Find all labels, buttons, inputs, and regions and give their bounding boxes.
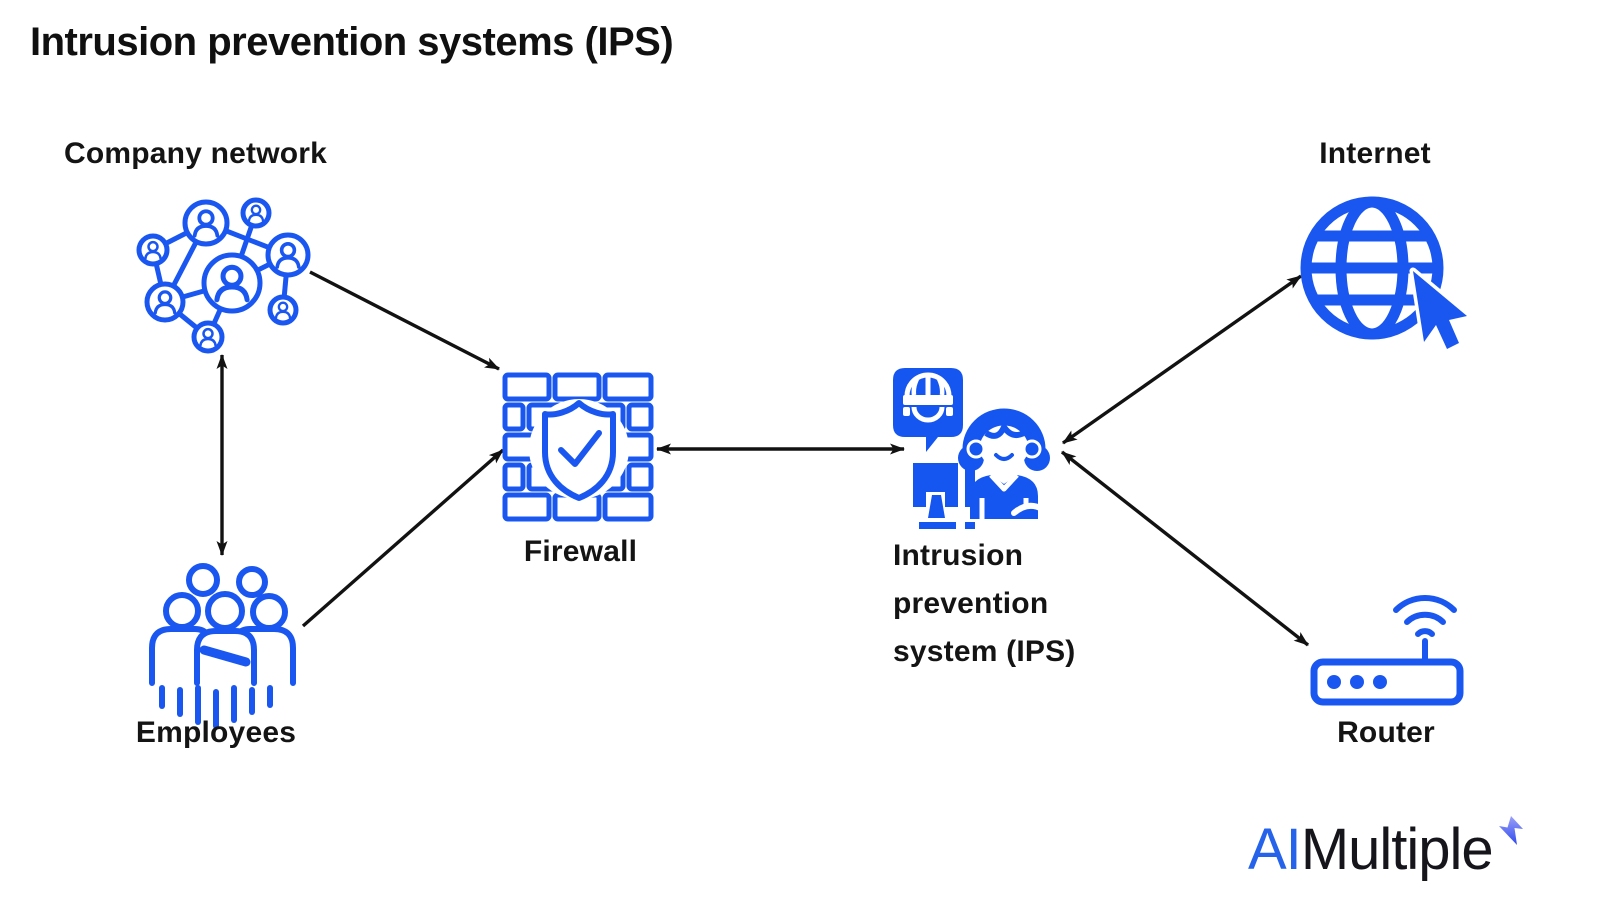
logo-text-multiple: Multiple [1300, 817, 1494, 882]
arrow-ips-internet-two-way [1062, 274, 1302, 445]
page-title: Intrusion prevention systems (IPS) [30, 20, 674, 64]
logo-text-ai: AI [1248, 817, 1302, 882]
internet-label: Internet [1319, 137, 1431, 170]
arrow-employees-to-firewall [301, 448, 505, 628]
network-of-people-icon [136, 197, 311, 354]
globe-with-cursor-icon [1300, 196, 1470, 353]
monitor-icon [913, 463, 975, 529]
group-of-people-icon [149, 563, 296, 728]
brick-wall-shield-check-icon [502, 372, 654, 522]
logo-mark-icon [1498, 816, 1523, 845]
wifi-router-icon [1310, 595, 1464, 706]
analyst-with-headset-icon [958, 408, 1050, 519]
company-network-label: Company network [64, 137, 328, 170]
router-label: Router [1337, 716, 1435, 749]
firewall-label: Firewall [523, 535, 638, 568]
arrow-company-to-firewall [309, 270, 500, 371]
employees-label: Employees [135, 716, 297, 749]
hacker-alert-bubble-icon [893, 368, 963, 452]
ips-label: Intrusion prevention system (IPS) [893, 539, 1076, 668]
